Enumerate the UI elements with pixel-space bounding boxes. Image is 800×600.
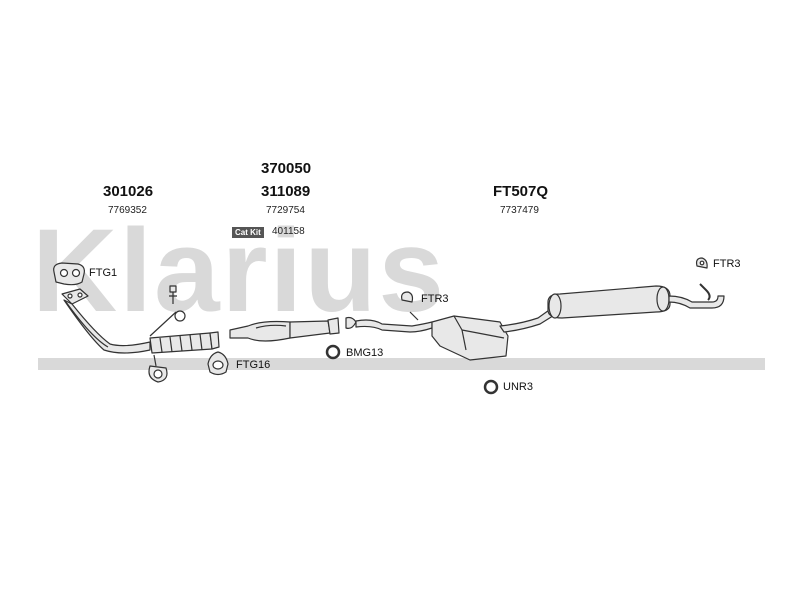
oe-number-system: 7737479 — [500, 205, 539, 216]
downpipe-hanger-icon — [148, 354, 168, 383]
downpipe-icon — [63, 299, 151, 354]
tailpipe-icon — [668, 295, 725, 309]
centre-silencer-icon — [431, 315, 509, 361]
label-unr3: UNR3 — [503, 381, 533, 393]
catalyst-icon — [229, 317, 340, 342]
label-ftg16: FTG16 — [236, 359, 271, 371]
ftr3-right-mount-icon — [695, 257, 708, 269]
cat-kit-number: 401158 — [272, 226, 305, 237]
clamp-gasket-icon — [345, 316, 357, 329]
part-number-system: FT507Q — [493, 183, 549, 200]
ftg16-gasket-icon — [207, 351, 229, 376]
rear-hanger-icon — [699, 283, 711, 301]
label-ftr3-right: FTR3 — [713, 258, 741, 270]
ftg1-gasket-icon — [53, 262, 85, 286]
bmg13-ring-icon — [325, 344, 341, 360]
label-ftg1: FTG1 — [89, 267, 118, 279]
part-number-catalyst: 311089 — [261, 183, 311, 200]
label-ftr3-mid: FTR3 — [421, 293, 449, 305]
cat-kit-badge: Cat Kit — [232, 227, 264, 238]
flex-pipe-icon — [149, 331, 220, 354]
oe-number-catalyst: 7729754 — [266, 205, 305, 216]
lambda-sensor-icon — [149, 285, 186, 337]
label-bmg13: BMG13 — [346, 347, 384, 359]
ftr3-mid-hanger-icon — [401, 291, 419, 321]
downpipe-flange-icon — [61, 288, 89, 305]
rear-silencer-icon — [547, 285, 671, 319]
unr3-ring-icon — [483, 379, 499, 395]
oe-number-downpipe: 7769352 — [108, 205, 147, 216]
part-number-downpipe: 301026 — [103, 183, 154, 200]
part-number-catalyst-top: 370050 — [261, 160, 312, 177]
intermediate-pipe-icon — [355, 319, 433, 333]
